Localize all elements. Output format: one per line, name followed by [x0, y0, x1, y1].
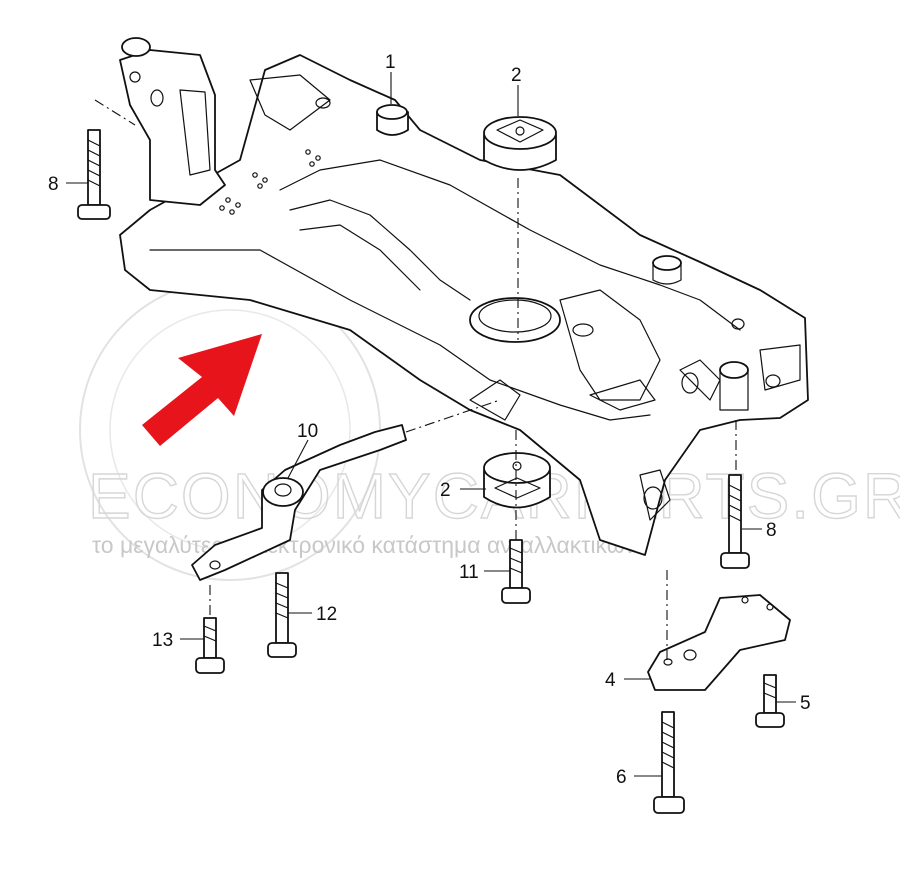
mount-2-upper: [483, 116, 557, 171]
leader-lines: [66, 72, 796, 777]
bolt-11: [501, 539, 531, 604]
callout-5: 5: [800, 693, 811, 714]
callout-labels: 1 2 2 4 5 6 8 8 10 11 12 13: [48, 52, 811, 788]
bolt-5: [755, 674, 785, 728]
callout-10: 10: [297, 421, 318, 442]
callout-6: 6: [616, 767, 627, 788]
watermark-tagline: το μεγαλύτερο ηλεκτρονικό κατάστημα αντα…: [92, 532, 636, 558]
bolt-6: [653, 711, 685, 814]
frame-holes: [219, 149, 321, 215]
bush-1: [376, 104, 682, 285]
axis-lines: [94, 99, 737, 660]
callout-8-right: 8: [766, 520, 777, 541]
bracket-4: [647, 594, 791, 691]
subframe: [119, 54, 809, 556]
callout-13: 13: [152, 630, 173, 651]
direction-arrow: [142, 334, 262, 446]
mount-2-lower: [483, 452, 551, 509]
torque-arm-10: [191, 424, 407, 581]
callout-4: 4: [605, 670, 616, 691]
callout-2-lower: 2: [440, 480, 451, 501]
callout-11: 11: [459, 562, 479, 583]
bolt-12: [267, 572, 297, 658]
callout-12: 12: [316, 604, 337, 625]
bracket-left: [119, 37, 226, 206]
callout-1: 1: [385, 52, 396, 73]
bolt-8-right: [719, 361, 750, 569]
callout-8-left: 8: [48, 174, 59, 195]
bolt-8-left: [77, 129, 111, 220]
callout-2-upper: 2: [511, 65, 522, 86]
bolt-13: [195, 617, 225, 674]
